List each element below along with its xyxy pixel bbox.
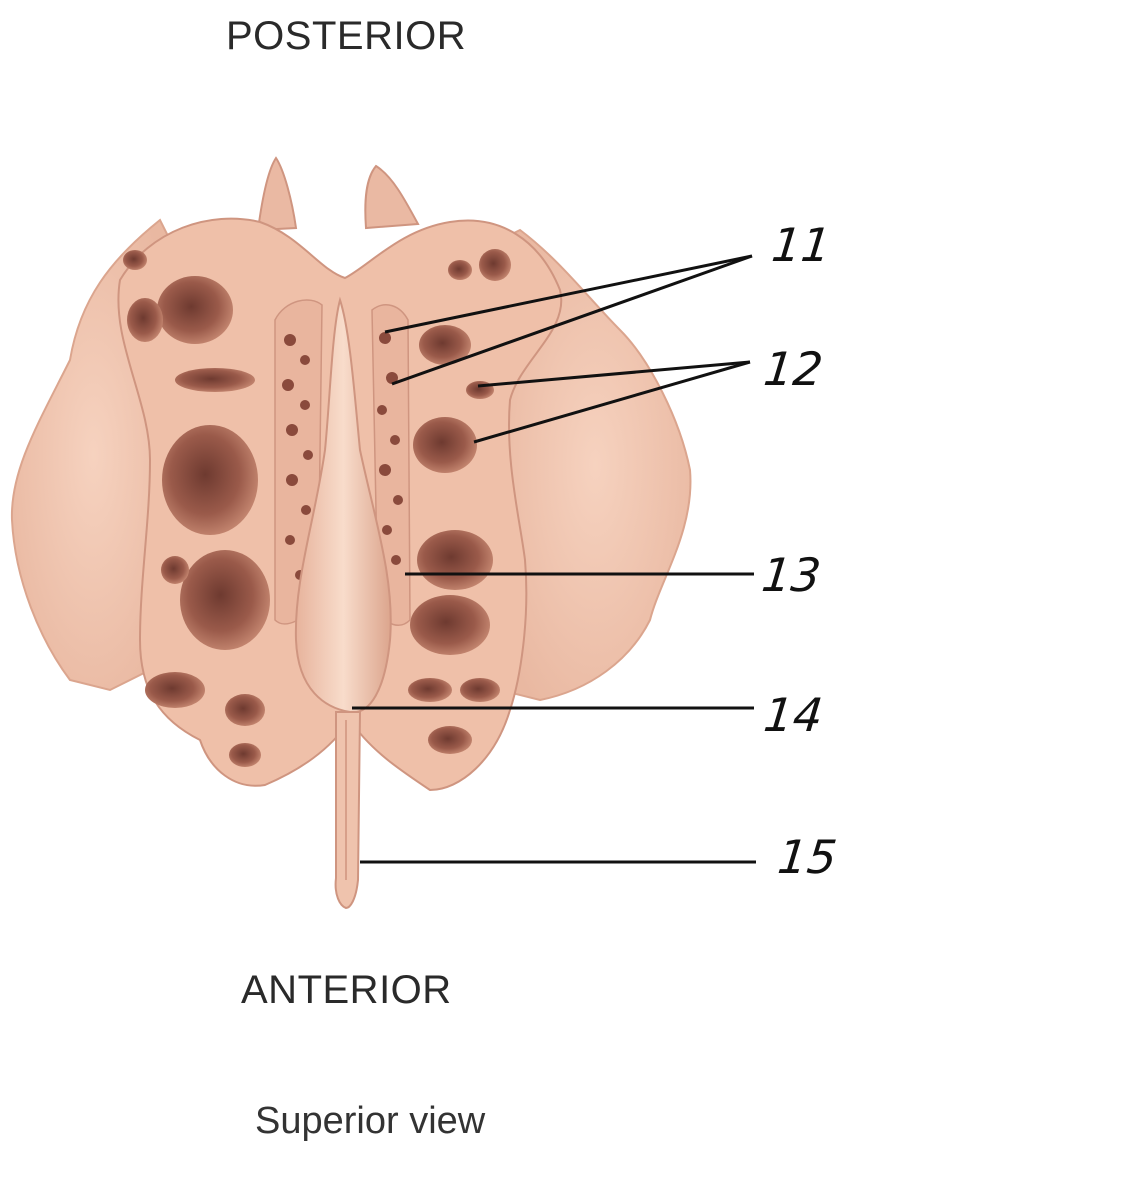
leader-11a — [384, 254, 753, 334]
leader-lines — [352, 254, 756, 864]
view-caption: Superior view — [255, 1100, 486, 1142]
callout-13: 13 — [759, 548, 824, 602]
right-posterior-process — [364, 164, 420, 230]
anterior-label: ANTERIOR — [241, 968, 452, 1012]
left-posterior-process — [256, 156, 298, 232]
posterior-label: POSTERIOR — [226, 14, 467, 58]
leader-11b — [391, 254, 753, 386]
callout-11: 11 — [769, 218, 834, 272]
leader-12a — [477, 360, 751, 388]
leader-12b — [473, 360, 751, 444]
callout-14: 14 — [761, 688, 826, 742]
callout-15: 15 — [775, 830, 840, 884]
callout-12: 12 — [761, 342, 826, 396]
perpendicular-plate — [334, 711, 362, 910]
